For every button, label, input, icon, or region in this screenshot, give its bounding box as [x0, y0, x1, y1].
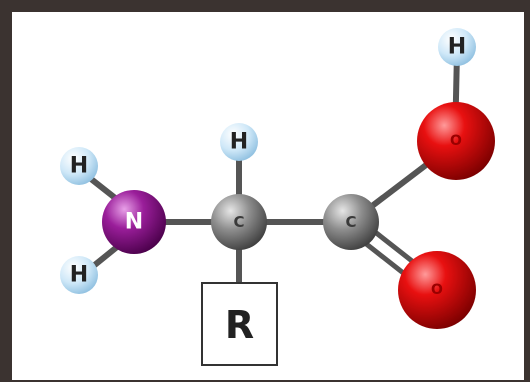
svg-text:O: O — [431, 282, 443, 298]
atom-h-top-right: H — [438, 28, 476, 66]
svg-text:H: H — [230, 130, 248, 155]
atom-c-alpha: C — [211, 194, 267, 250]
atom-c-carboxyl: C — [323, 194, 379, 250]
svg-text:C: C — [345, 213, 356, 231]
atoms: H O H H N C C H — [60, 28, 495, 329]
svg-text:H: H — [70, 154, 88, 179]
svg-text:O: O — [450, 133, 462, 149]
atom-n-amino: N — [102, 190, 166, 254]
svg-text:C: C — [233, 213, 244, 231]
svg-text:H: H — [70, 263, 88, 288]
svg-text:H: H — [448, 35, 466, 60]
atom-h-n-bottom: H — [60, 256, 98, 294]
atom-o-hydroxyl: O — [417, 102, 495, 180]
side-chain-box: R — [201, 282, 278, 366]
atom-o-carbonyl: O — [398, 251, 476, 329]
atom-h-alpha: H — [220, 123, 258, 161]
svg-text:N: N — [125, 210, 143, 235]
side-chain-label: R — [225, 303, 254, 347]
left-dark-strip — [0, 0, 12, 382]
atom-h-n-top: H — [60, 147, 98, 185]
